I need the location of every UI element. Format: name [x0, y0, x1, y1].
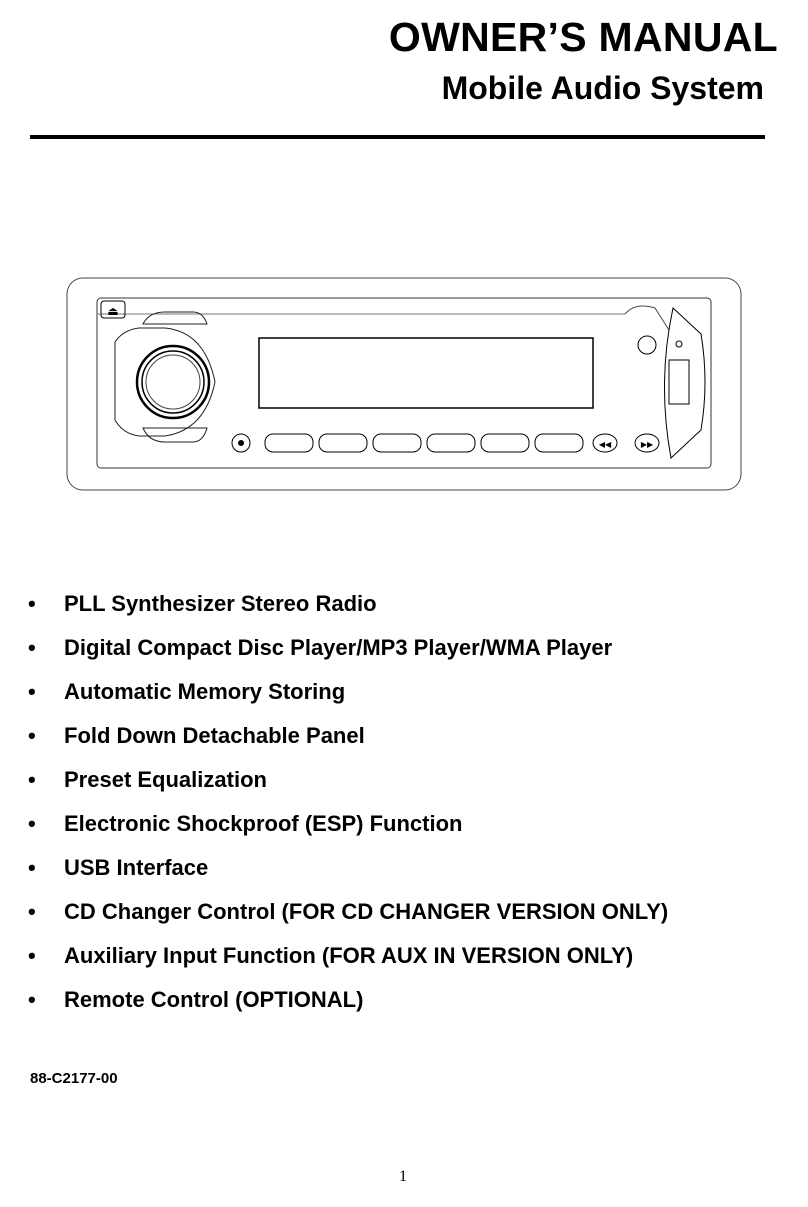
feature-text: USB Interface: [64, 855, 209, 880]
stereo-panel-frame: [96, 297, 712, 469]
car-stereo-illustration: ⏏ ◀◀ ▶▶: [66, 277, 742, 491]
rewind-icon: ◀◀: [599, 440, 612, 449]
feature-item: • Automatic Memory Storing: [28, 670, 668, 714]
feature-text: Automatic Memory Storing: [64, 679, 346, 704]
feature-text: Preset Equalization: [64, 767, 267, 792]
volume-knob-icon: [135, 344, 211, 420]
feature-item: • PLL Synthesizer Stereo Radio: [28, 582, 668, 626]
bullet-icon: •: [28, 679, 36, 704]
feature-text: Electronic Shockproof (ESP) Function: [64, 811, 463, 836]
feature-text: Auxiliary Input Function (FOR AUX IN VER…: [64, 943, 634, 968]
feature-text: Remote Control (OPTIONAL): [64, 987, 364, 1012]
page-number: 1: [399, 1168, 407, 1185]
bullet-icon: •: [28, 899, 36, 924]
feature-list: • PLL Synthesizer Stereo Radio • Digital…: [28, 582, 668, 1022]
bullet-icon: •: [28, 723, 36, 748]
lcd-display: [258, 337, 594, 409]
feature-item: • Remote Control (OPTIONAL): [28, 978, 668, 1022]
forward-icon: ▶▶: [641, 440, 654, 449]
bullet-icon: •: [28, 767, 36, 792]
knob-surround: [114, 327, 216, 437]
preset-buttons: [264, 433, 584, 453]
bullet-icon: •: [28, 987, 36, 1012]
document-code: 88-C2177-00: [30, 1070, 118, 1087]
feature-item: • USB Interface: [28, 846, 668, 890]
header-rule: [30, 135, 765, 139]
feature-text: CD Changer Control (FOR CD CHANGER VERSI…: [64, 899, 669, 924]
forward-button: [634, 433, 660, 453]
feature-text: Digital Compact Disc Player/MP3 Player/W…: [64, 635, 613, 660]
usb-slot: [668, 359, 690, 405]
manual-subtitle: Mobile Audio System: [441, 70, 764, 106]
bullet-icon: •: [28, 943, 36, 968]
feature-item: • Preset Equalization: [28, 758, 668, 802]
feature-item: • Electronic Shockproof (ESP) Function: [28, 802, 668, 846]
bullet-icon: •: [28, 635, 36, 660]
feature-item: • CD Changer Control (FOR CD CHANGER VER…: [28, 890, 668, 934]
feature-item: • Digital Compact Disc Player/MP3 Player…: [28, 626, 668, 670]
dot-button: [231, 433, 251, 453]
feature-text: Fold Down Detachable Panel: [64, 723, 365, 748]
bullet-icon: •: [28, 855, 36, 880]
feature-text: PLL Synthesizer Stereo Radio: [64, 591, 377, 616]
panel-release-button: [100, 300, 126, 319]
rewind-button: [592, 433, 618, 453]
feature-item: • Fold Down Detachable Panel: [28, 714, 668, 758]
panel-release-icon: ⏏: [107, 304, 118, 318]
feature-item: • Auxiliary Input Function (FOR AUX IN V…: [28, 934, 668, 978]
top-right-button: [637, 335, 657, 355]
stereo-outer-housing: [66, 277, 742, 491]
bullet-icon: •: [28, 811, 36, 836]
bullet-icon: •: [28, 591, 36, 616]
panel-right-wedge: [663, 307, 706, 459]
manual-title: OWNER’S MANUAL: [388, 14, 778, 60]
